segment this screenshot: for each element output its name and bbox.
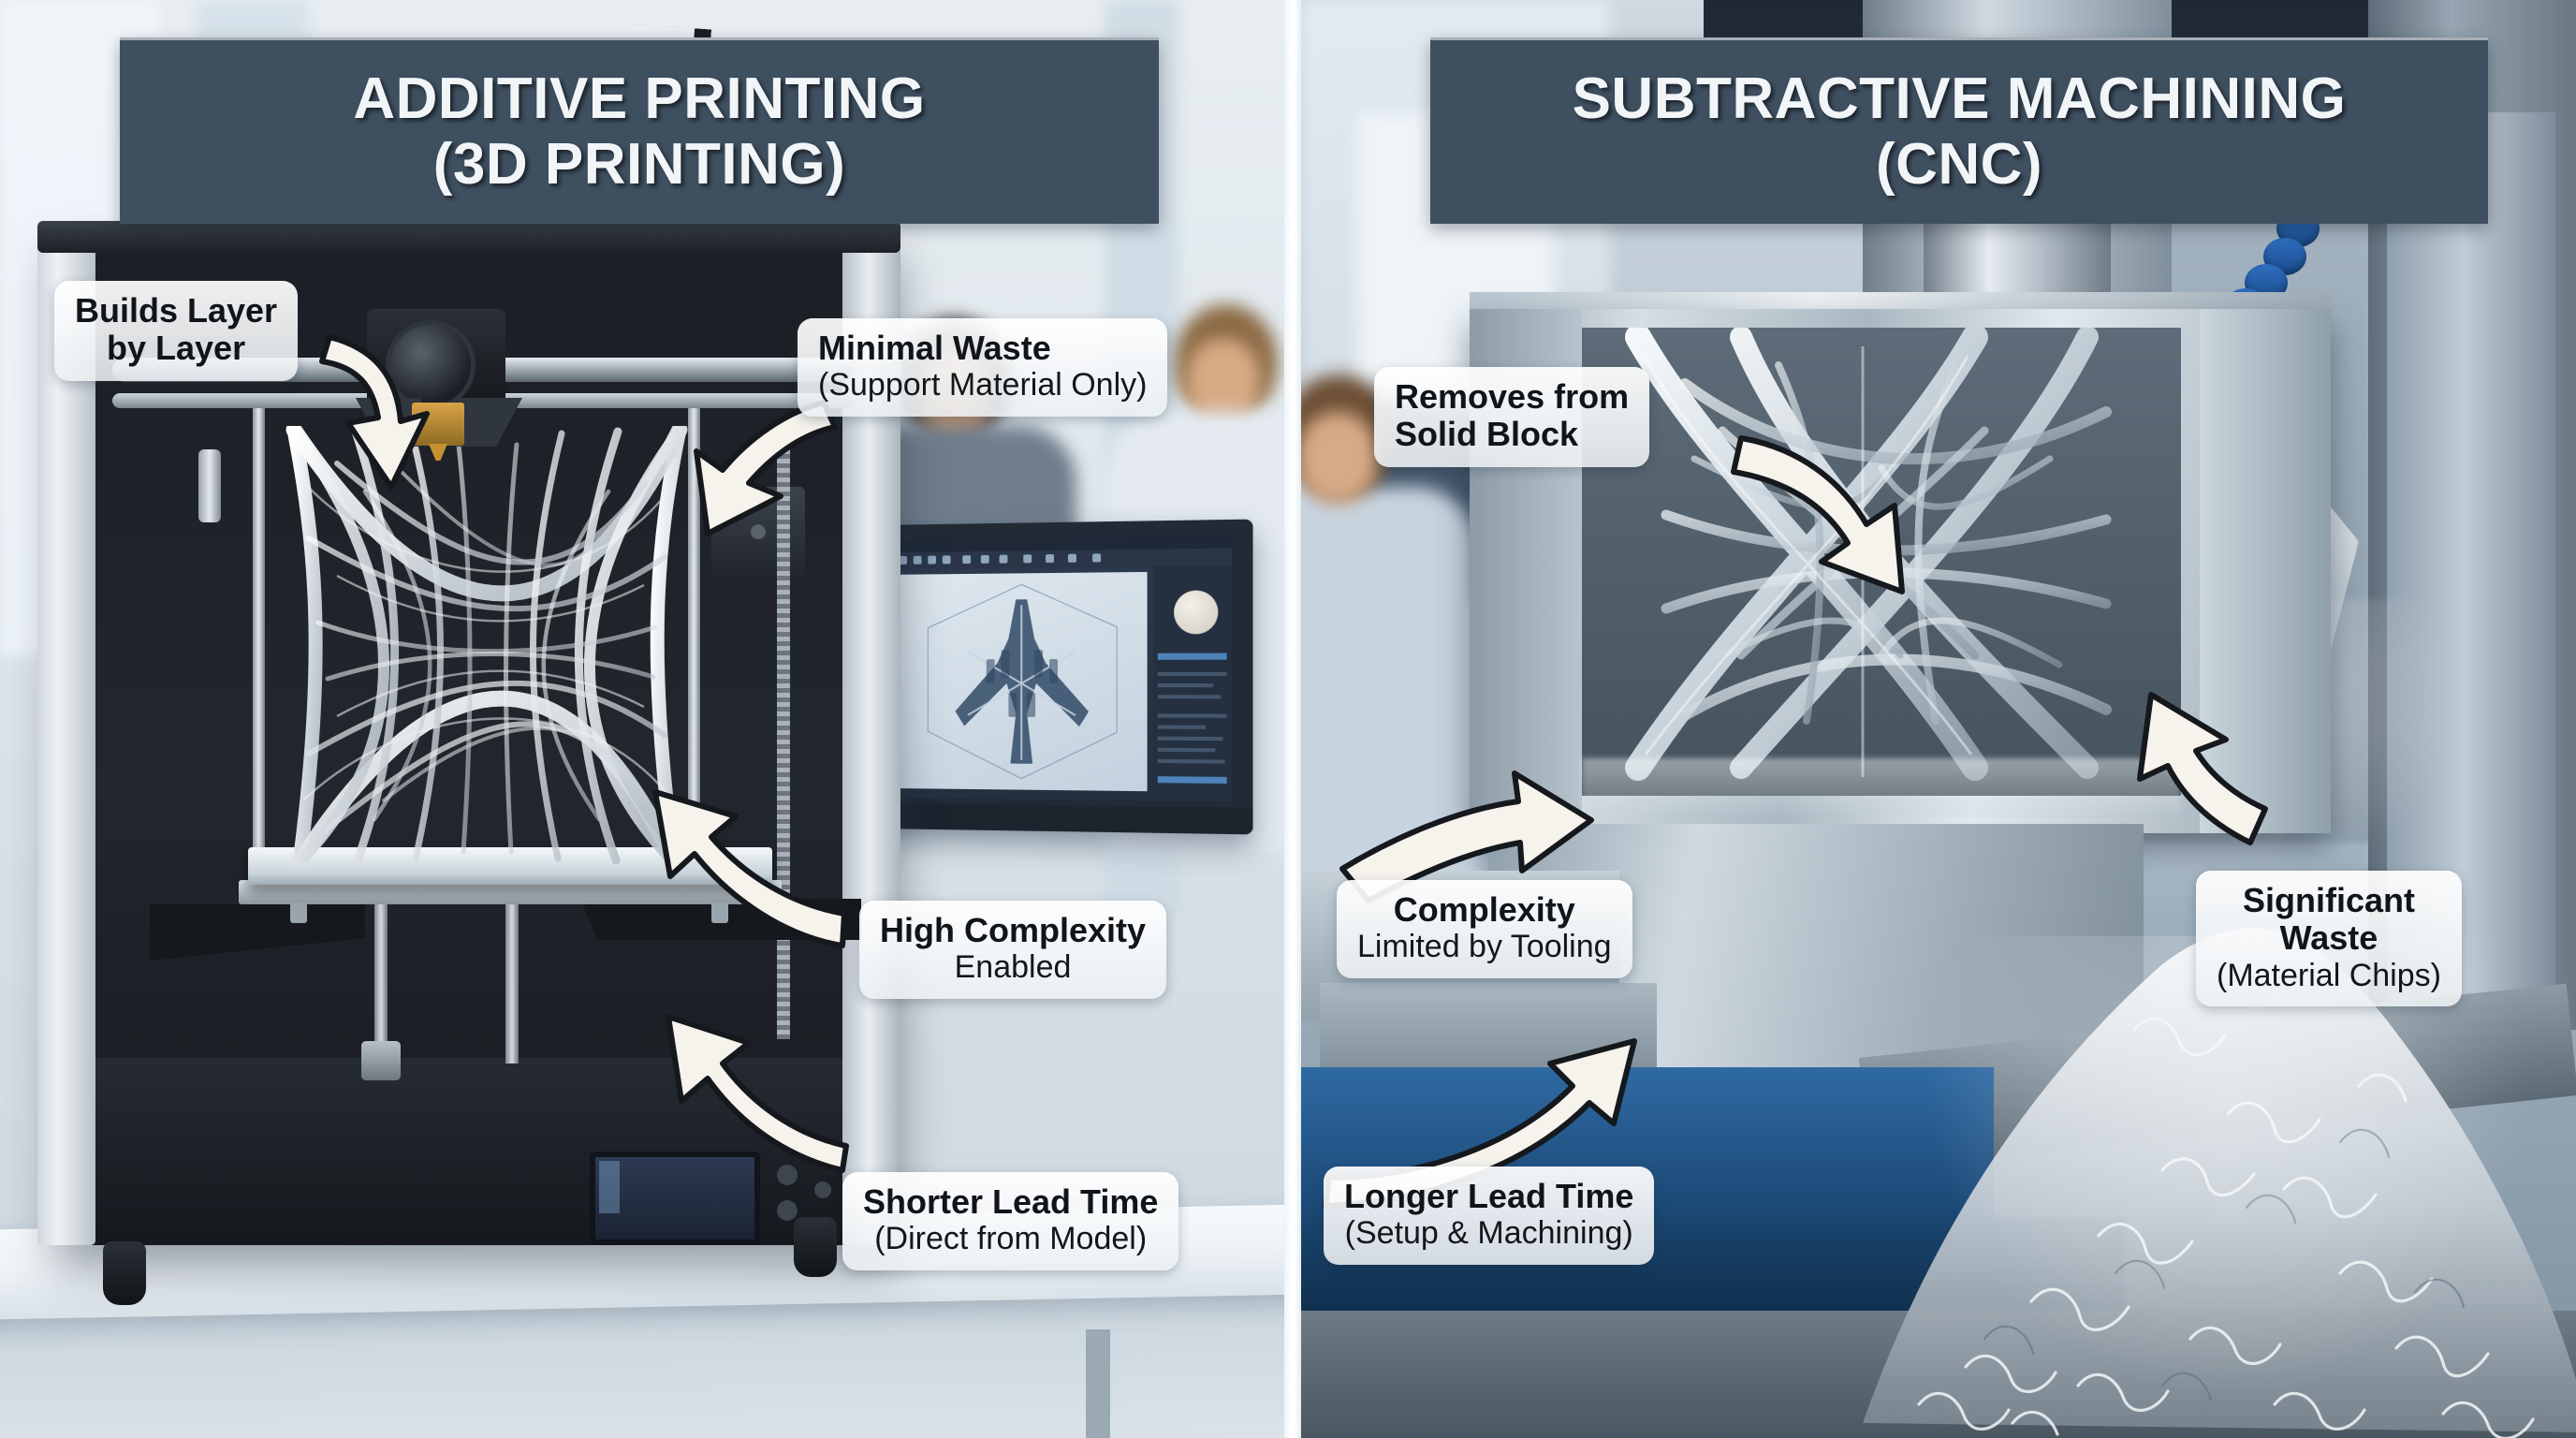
- callout-complexity-limited-by-tooling: Complexity Limited by Tooling: [1337, 880, 1632, 979]
- printer-button-select[interactable]: [814, 1181, 831, 1198]
- metal-chips-pile: [1853, 899, 2576, 1438]
- cad-model-lattice: [879, 535, 1232, 539]
- printer-stepper-box: [711, 487, 805, 577]
- printer-hotend: [412, 403, 464, 446]
- callout-line2: (Support Material Only): [818, 367, 1148, 404]
- printer-foot-right: [794, 1217, 837, 1277]
- cad-screen: [879, 535, 1232, 802]
- printer-button-down[interactable]: [777, 1200, 798, 1221]
- callout-line1: Significant: [2242, 881, 2415, 919]
- machined-lattice-structure: [1582, 324, 2181, 800]
- panel-title-line1: ADDITIVE PRINTING: [353, 66, 926, 131]
- printer-lead-screw: [777, 440, 790, 1039]
- callout-line1: Shorter Lead Time: [863, 1182, 1159, 1221]
- panel-divider: [1284, 0, 1301, 1438]
- callout-builds-layer-by-layer: Builds Layer by Layer: [54, 281, 299, 381]
- panel-title-subtractive: SUBTRACTIVE MACHINING (CNC): [1430, 37, 2488, 224]
- panel-subtractive-machining: SUBTRACTIVE MACHINING (CNC) Removes from…: [1301, 0, 2576, 1438]
- callout-line1: Complexity: [1393, 890, 1575, 929]
- callout-line1: Longer Lead Time: [1344, 1177, 1634, 1215]
- cad-properties-panel: [1152, 565, 1232, 802]
- swarf-on-workpiece: [1582, 758, 2181, 814]
- panel-additive-printing: ADDITIVE PRINTING (3D PRINTING) Builds L…: [0, 0, 1284, 1438]
- blurred-technician-2-face: [1187, 339, 1260, 425]
- printer-top-cap: [37, 221, 900, 253]
- callout-minimal-waste: Minimal Waste (Support Material Only): [798, 318, 1168, 418]
- cad-apply-button[interactable]: [1157, 776, 1227, 785]
- printer-cooling-fan: [386, 320, 476, 410]
- printer-z-rod-left: [253, 403, 265, 927]
- callout-high-complexity: High Complexity Enabled: [859, 901, 1167, 1000]
- workpiece-right-face: [2200, 309, 2331, 833]
- callout-line2: by Layer: [107, 329, 246, 368]
- panel-title-line1: SUBTRACTIVE MACHINING: [1572, 66, 2347, 131]
- callout-line1: High Complexity: [880, 911, 1147, 949]
- callout-line1b: Waste: [2279, 918, 2378, 958]
- printer-lead-nut: [361, 1041, 401, 1080]
- printer-bed-post-right: [505, 904, 519, 1064]
- callout-line1: Builds Layer: [75, 291, 278, 330]
- callout-line2: (Setup & Machining): [1344, 1215, 1633, 1252]
- cad-monitor: [860, 519, 1253, 835]
- callout-significant-waste: Significant Waste (Material Chips): [2196, 871, 2462, 1007]
- printer-filament-guide: [198, 449, 221, 522]
- blurred-operator-body: [1301, 487, 1479, 889]
- printer-bed-foot-left: [290, 902, 307, 923]
- callout-line2: (Direct from Model): [874, 1221, 1148, 1257]
- callout-line2: Limited by Tooling: [1357, 929, 1612, 965]
- printed-lattice-part: [271, 421, 702, 871]
- printer-button-up[interactable]: [777, 1165, 798, 1185]
- callout-shorter-lead-time: Shorter Lead Time (Direct from Model): [842, 1172, 1179, 1271]
- callout-line2: (Material Chips): [2217, 957, 2441, 993]
- cad-slider[interactable]: [1157, 653, 1227, 660]
- callout-line2: Enabled: [954, 949, 1072, 986]
- printer-base: [56, 1058, 899, 1245]
- panel-title-line2: (CNC): [1875, 132, 2043, 198]
- printer-bed-post-left: [374, 904, 388, 1064]
- panel-title-additive: ADDITIVE PRINTING (3D PRINTING): [120, 37, 1159, 224]
- callout-line1: Minimal Waste: [818, 329, 1051, 367]
- callout-removes-from-solid-block: Removes from Solid Block: [1374, 367, 1650, 467]
- chips-highlight: [1900, 936, 2555, 1423]
- callout-line1: Removes from: [1395, 377, 1630, 416]
- printer-bed-foot-right: [711, 902, 728, 923]
- printer-foot-left: [103, 1241, 146, 1305]
- cad-preview-thumbnail: [1174, 590, 1219, 635]
- printer-rail-left: [37, 236, 95, 1245]
- blurred-operator-face: [1301, 412, 1378, 504]
- callout-longer-lead-time: Longer Lead Time (Setup & Machining): [1324, 1167, 1655, 1266]
- bench-leg: [1086, 1329, 1110, 1438]
- callout-line2: Solid Block: [1395, 415, 1579, 454]
- panel-title-line2: (3D PRINTING): [432, 132, 846, 198]
- printer-lcd-display[interactable]: [590, 1152, 760, 1245]
